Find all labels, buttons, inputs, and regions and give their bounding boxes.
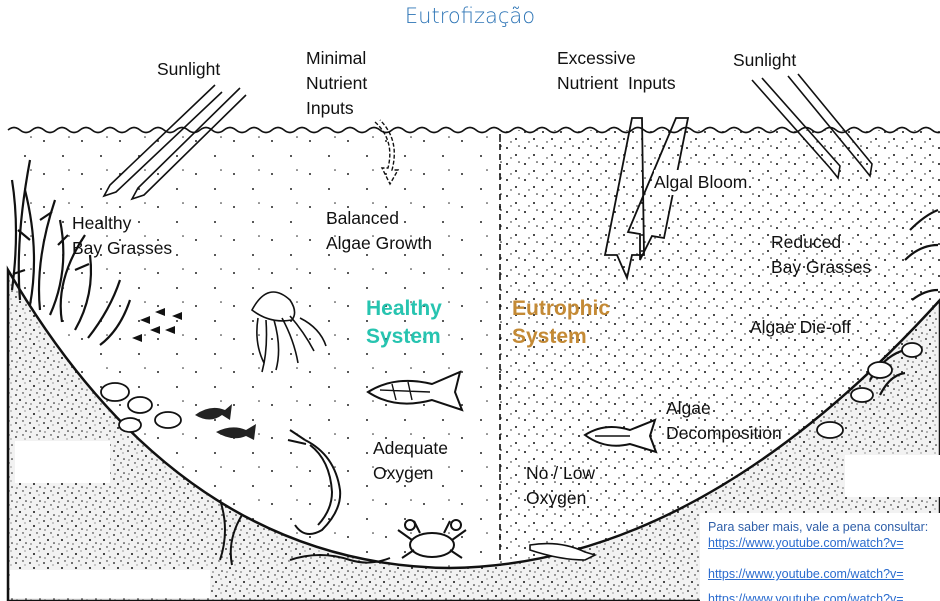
label-no-low-oxygen-2: Oxygen <box>526 486 586 511</box>
label-excessive-nutrient-2: Nutrient Inputs <box>557 71 676 96</box>
label-reduced-bay-grasses-1: Reduced <box>771 230 841 255</box>
eutrophic-system-heading-2: System <box>512 322 587 351</box>
youtube-link-1[interactable]: https://www.youtube.com/watch?v= <box>708 535 904 552</box>
eutrophic-system-heading-1: Eutrophic <box>512 294 610 323</box>
label-healthy-bay-grasses-1: Healthy <box>72 211 131 236</box>
label-balanced-algae-1: Balanced <box>326 206 399 231</box>
youtube-link-2[interactable]: https://www.youtube.com/watch?v= <box>708 566 904 583</box>
label-minimal-nutrient-3: Inputs <box>306 96 354 121</box>
label-no-low-oxygen-1: No / Low <box>526 461 595 486</box>
label-sunlight-left: Sunlight <box>157 57 220 82</box>
label-reduced-bay-grasses-2: Bay Grasses <box>771 255 871 280</box>
healthy-system-heading-1: Healthy <box>366 294 442 323</box>
label-algae-decomposition-2: Decomposition <box>666 421 782 446</box>
label-algae-decomposition-1: Algae <box>666 396 711 421</box>
youtube-link-3[interactable]: https://www.youtube.com/watch?v= <box>708 591 904 601</box>
more-info-intro: Para saber mais, vale a pena consultar: <box>708 519 928 536</box>
label-adequate-oxygen-2: Oxygen <box>373 461 433 486</box>
label-excessive-nutrient-1: Excessive <box>557 46 636 71</box>
label-balanced-algae-2: Algae Growth <box>326 231 432 256</box>
sediment-gap-bottom-left <box>10 570 210 598</box>
label-adequate-oxygen-1: Adequate <box>373 436 448 461</box>
label-algae-die-off: Algae Die-off <box>750 315 851 340</box>
label-healthy-bay-grasses-2: Bay Grasses <box>72 236 172 261</box>
sediment-gap-left <box>15 441 110 483</box>
label-algal-bloom: Algal Bloom <box>654 170 747 195</box>
more-info-box: Para saber mais, vale a pena consultar: … <box>700 513 940 601</box>
sediment-gap-right <box>845 455 940 497</box>
label-minimal-nutrient-2: Nutrient <box>306 71 367 96</box>
label-sunlight-right: Sunlight <box>733 48 796 73</box>
healthy-system-heading-2: System <box>366 322 441 351</box>
label-minimal-nutrient-1: Minimal <box>306 46 366 71</box>
